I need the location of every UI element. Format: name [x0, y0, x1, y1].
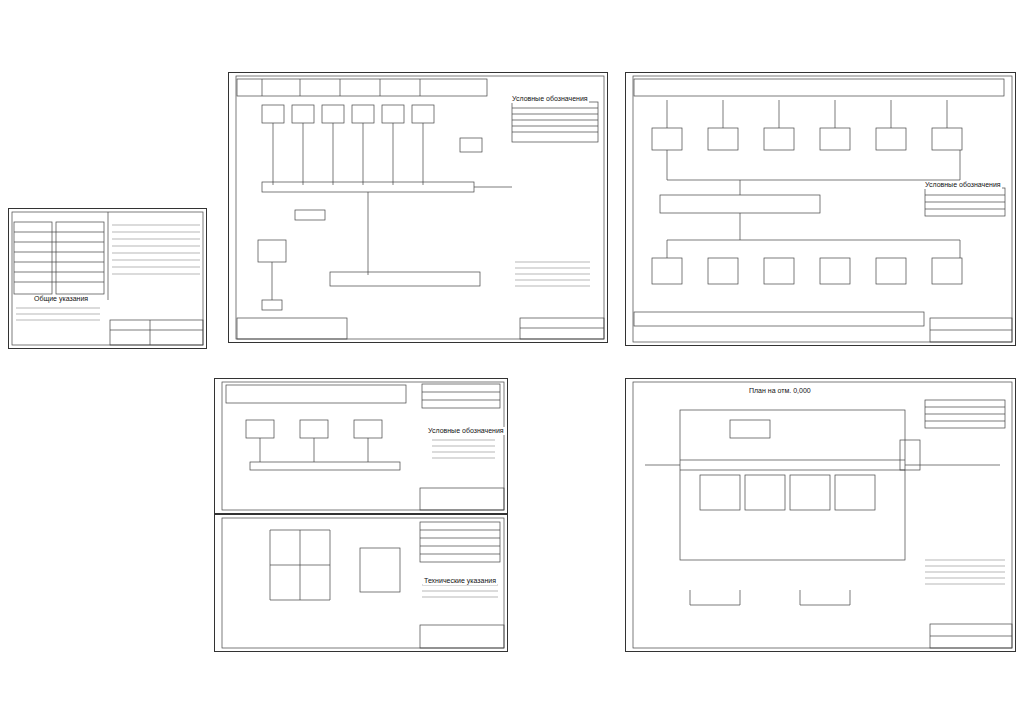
sheet-1-lines	[12, 212, 203, 345]
drawing-sheet: Условные обозначения	[625, 72, 1016, 346]
sheet-heading: План на отм. 0,000	[748, 387, 812, 395]
sheet-heading: Условные обозначения	[427, 427, 505, 435]
drawing-sheet: План на отм. 0,000	[625, 378, 1016, 652]
sheet-heading: Условные обозначения	[511, 95, 589, 103]
sheet-heading: Технические указания	[423, 577, 497, 585]
sheet-5-lines	[633, 382, 1012, 648]
sheet-3-lines	[633, 76, 1012, 342]
sheet-heading: Общие указания	[33, 295, 89, 303]
sheet-heading: Условные обозначения	[924, 181, 1002, 189]
drawing-sheet: Условные обозначения	[228, 72, 608, 343]
drawing-sheet: Общие указания	[8, 208, 207, 349]
drawing-sheet: Условные обозначения	[214, 378, 508, 514]
drawing-sheet: Технические указания	[214, 514, 508, 652]
sheet-2-lines	[236, 76, 604, 339]
sheet-4-lines	[222, 382, 504, 648]
